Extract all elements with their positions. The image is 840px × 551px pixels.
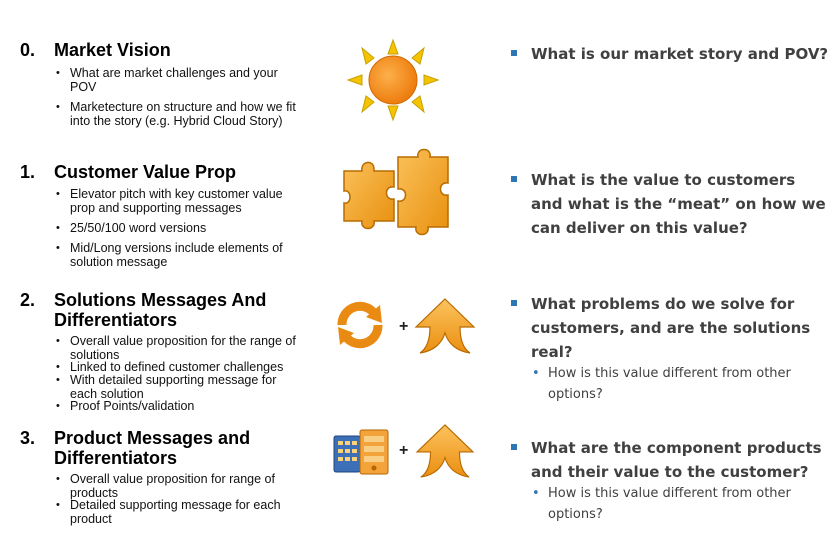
list-item: What are market challenges and your POV <box>56 66 306 94</box>
sun-icon <box>346 38 440 122</box>
list-item: Detailed supporting message for each pro… <box>56 498 306 526</box>
list-item: 25/50/100 word versions <box>56 221 306 236</box>
sub-question-text: How is this value different from other o… <box>532 483 822 525</box>
server-device-icon <box>333 429 389 475</box>
list-item: Mid/Long versions include elements of so… <box>56 241 306 269</box>
section-2-title: 2. Solutions Messages And Differentiators <box>20 290 267 330</box>
section-3-title: 3. Product Messages and Differentiators <box>20 428 251 468</box>
list-item: With detailed supporting message for eac… <box>56 373 306 401</box>
section-number: 0. <box>20 40 36 60</box>
list-item: Proof Points/validation <box>56 399 306 414</box>
list-item: Linked to defined customer challenges <box>56 360 306 375</box>
section-number: 2. <box>20 290 36 310</box>
plus-sign: + <box>399 442 409 459</box>
cycle-arrows-icon <box>337 301 383 349</box>
puzzle-pieces-icon <box>343 148 449 236</box>
section-number: 3. <box>20 428 36 448</box>
section-heading-line2: Differentiators <box>54 310 178 330</box>
section-heading-line2: Differentiators <box>54 448 178 468</box>
section-heading: Product Messages and <box>54 428 251 448</box>
list-item: Marketecture on structure and how we fit… <box>56 100 306 128</box>
section-heading: Market Vision <box>54 40 171 60</box>
list-item: Overall value proposition for range of p… <box>56 472 306 500</box>
question-text: What are the component products and thei… <box>511 436 831 484</box>
question-text: What is our market story and POV? <box>511 42 831 66</box>
section-heading: Customer Value Prop <box>54 162 237 182</box>
section-heading: Solutions Messages And <box>54 290 267 310</box>
list-item: Elevator pitch with key customer value p… <box>56 187 306 215</box>
sub-question-text: How is this value different from other o… <box>532 363 822 405</box>
question-text: What problems do we solve for customers,… <box>511 292 831 364</box>
section-1-title: 1. Customer Value Prop <box>20 162 236 182</box>
plus-sign: + <box>399 318 409 335</box>
list-item: Overall value proposition for the range … <box>56 334 306 362</box>
up-arrow-icon <box>415 424 475 478</box>
question-text: What is the value to customers and what … <box>511 168 831 240</box>
section-0-title: 0. Market Vision <box>20 40 171 60</box>
section-number: 1. <box>20 162 36 182</box>
up-arrow-icon <box>414 298 476 354</box>
